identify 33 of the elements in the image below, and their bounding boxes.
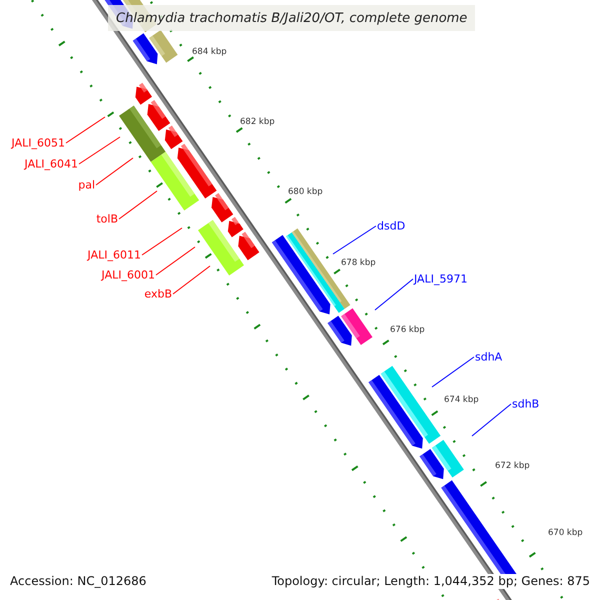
title: Chlamydia trachomatis B/Jali20/OT, complete genome (108, 5, 476, 31)
tick-label: 684 kbp (192, 47, 227, 57)
gene-label: tolB (96, 212, 118, 226)
tick-label: 682 kbp (240, 117, 275, 127)
gene-label: dsdD (377, 220, 406, 232)
leader-line (156, 246, 196, 276)
gene-label: JALI_6011 (88, 248, 141, 262)
tick-label: 676 kbp (390, 325, 425, 335)
tick-label: 670 kbp (548, 528, 583, 538)
leader-line (374, 278, 414, 310)
leader-line (142, 228, 182, 256)
leader-line (118, 190, 158, 220)
gene-label: exbB (144, 288, 172, 300)
tick-label: 678 kbp (341, 258, 376, 268)
gene-label: JALI_5971 (414, 272, 468, 286)
leader-line (96, 158, 134, 186)
leader-line (78, 136, 120, 164)
gene-label: JALI_6051 (12, 136, 65, 150)
accession-text: Accession: NC_012686 (10, 574, 146, 589)
gene-label: JALI_6001 (102, 268, 155, 282)
tick-label: 674 kbp (444, 395, 479, 405)
gene-label: sdhA (475, 350, 502, 364)
leader-line (332, 226, 376, 254)
tick-label: 672 kbp (495, 461, 530, 471)
leader-line (472, 404, 512, 436)
gene-label: pal (78, 178, 95, 192)
leader-line (66, 116, 106, 144)
leader-line (172, 266, 210, 294)
tick-label: 680 kbp (288, 187, 323, 197)
leader-line (432, 356, 474, 388)
gene-label: sdhB (512, 398, 540, 410)
gene-label: JALI_6041 (24, 158, 78, 170)
genome-summary-text: Topology: circular; Length: 1,044,352 bp; Genes: 875 (272, 574, 590, 589)
